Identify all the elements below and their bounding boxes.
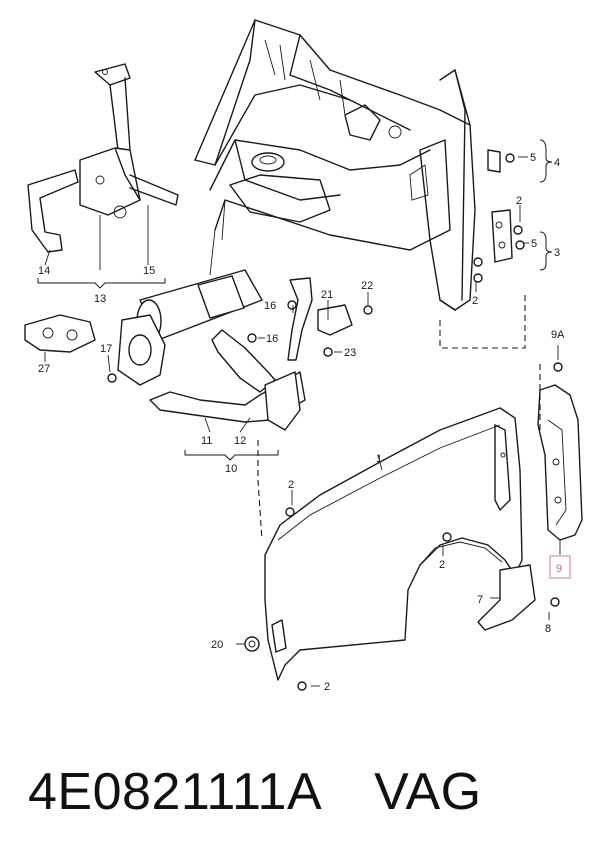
leader-lines [44, 156, 561, 687]
callout-2: 2 [439, 559, 445, 571]
callout-3: 3 [554, 247, 560, 259]
callout-9: 9 [556, 563, 562, 575]
callout-17: 17 [100, 343, 112, 355]
callout-23: 23 [344, 347, 356, 359]
callout-21: 21 [321, 289, 333, 301]
front-crossmember [117, 269, 263, 386]
callout-16: 16 [264, 300, 276, 312]
lower-brackets [149, 277, 353, 431]
callout-2: 2 [472, 295, 478, 307]
side-panel [537, 384, 583, 541]
brand-label: VAG [374, 763, 482, 821]
highlight-box [549, 555, 571, 579]
callout-5: 5 [531, 238, 537, 250]
hood-latch [24, 314, 96, 353]
callout-9a: 9A [551, 329, 565, 341]
part-number: 4E0821111A [28, 763, 323, 821]
callout-27: 27 [38, 363, 50, 375]
callout-2: 2 [516, 195, 522, 207]
callout-10: 10 [225, 463, 237, 475]
callout-14: 14 [38, 265, 50, 277]
fender [264, 407, 523, 681]
callout-1: 1 [376, 453, 382, 465]
callout-13: 13 [94, 293, 106, 305]
callout-2: 2 [324, 681, 330, 693]
lock-carrier [27, 63, 179, 253]
body-shell [194, 19, 513, 311]
callout-2: 2 [288, 479, 294, 491]
bracket-7 [477, 564, 536, 631]
callout-8: 8 [545, 623, 551, 635]
callout-12: 12 [234, 435, 246, 447]
callout-22: 22 [361, 280, 373, 292]
callout-16: 16 [266, 333, 278, 345]
callout-20: 20 [211, 639, 223, 651]
callout-11: 11 [201, 435, 212, 447]
parts-diagram: 1 2 2 2 2 2 5 4 5 3 14 15 13 27 17 16 16… [24, 19, 583, 693]
callout-7: 7 [477, 594, 483, 606]
callout-4: 4 [554, 157, 560, 169]
callout-5: 5 [530, 152, 536, 164]
callout-15: 15 [143, 265, 155, 277]
fasteners [107, 153, 563, 691]
assembly-dash-lines [257, 295, 541, 541]
braces [37, 139, 553, 461]
caption: 4E0821111A VAG [28, 752, 588, 832]
callouts: 1 2 2 2 2 2 5 4 5 3 14 15 13 27 17 16 16… [38, 152, 571, 693]
